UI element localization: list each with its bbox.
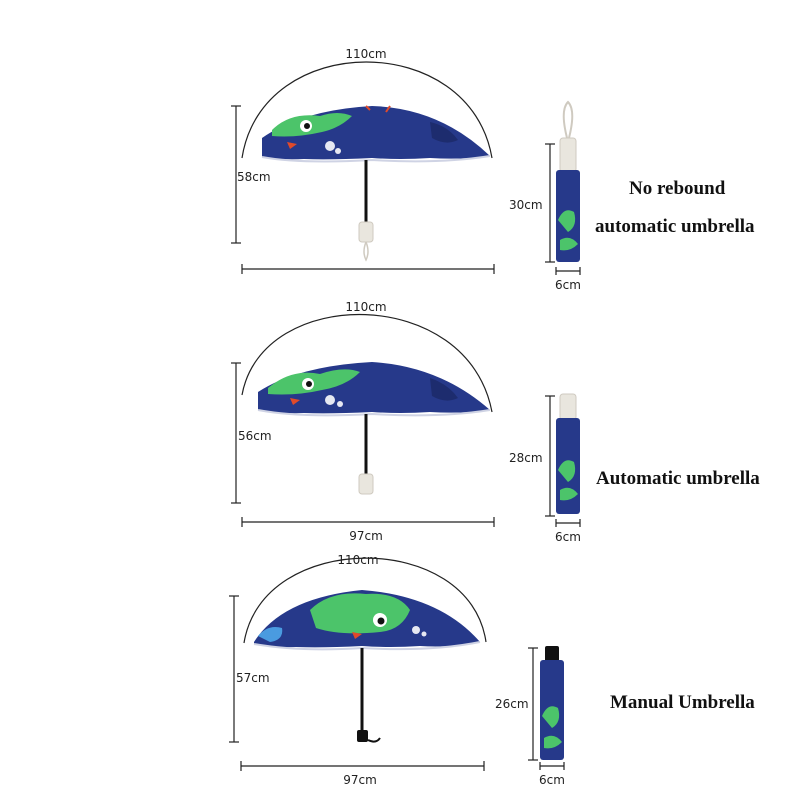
height-label: 57cm — [236, 671, 270, 685]
folded-length-label: 28cm — [509, 451, 543, 465]
arc-label: 110cm — [345, 47, 386, 61]
arc-dimension-line — [243, 557, 487, 644]
variant-title: Manual Umbrella — [610, 692, 755, 713]
height-label: 56cm — [238, 429, 272, 443]
folded-length-label: 30cm — [509, 198, 543, 212]
folded-umbrella-image — [540, 646, 564, 760]
width-label: 97cm — [343, 773, 377, 787]
arc-label: 110cm — [345, 300, 386, 314]
folded-diameter-label: 6cm — [555, 530, 581, 544]
open-umbrella-image — [253, 590, 481, 743]
variant-title-line: automatic umbrella — [595, 216, 755, 237]
folded-umbrella-image — [556, 393, 580, 514]
dino-print — [272, 113, 352, 137]
arc-label: 110cm — [337, 553, 378, 567]
variant-title-line: No rebound — [629, 178, 726, 199]
open-umbrella-image — [261, 105, 491, 262]
width-label: 97cm — [349, 529, 383, 543]
variant-manual: 110cm 57cm 97cm — [229, 553, 565, 787]
variant-no-rebound: 110cm 58cm — [231, 47, 581, 292]
variant-automatic: 110cm 56cm 97cm 28cm — [231, 300, 581, 544]
folded-umbrella-image — [556, 100, 580, 262]
arc-dimension-line — [241, 314, 493, 413]
folded-diameter-label: 6cm — [539, 773, 565, 787]
dino-print — [268, 369, 360, 395]
folded-diameter-label: 6cm — [555, 278, 581, 292]
folded-length-label: 26cm — [495, 697, 529, 711]
arc-dimension-line — [241, 61, 493, 159]
open-umbrella-image — [257, 362, 491, 495]
variant-title: Automatic umbrella — [596, 468, 760, 489]
height-label: 58cm — [237, 170, 271, 184]
